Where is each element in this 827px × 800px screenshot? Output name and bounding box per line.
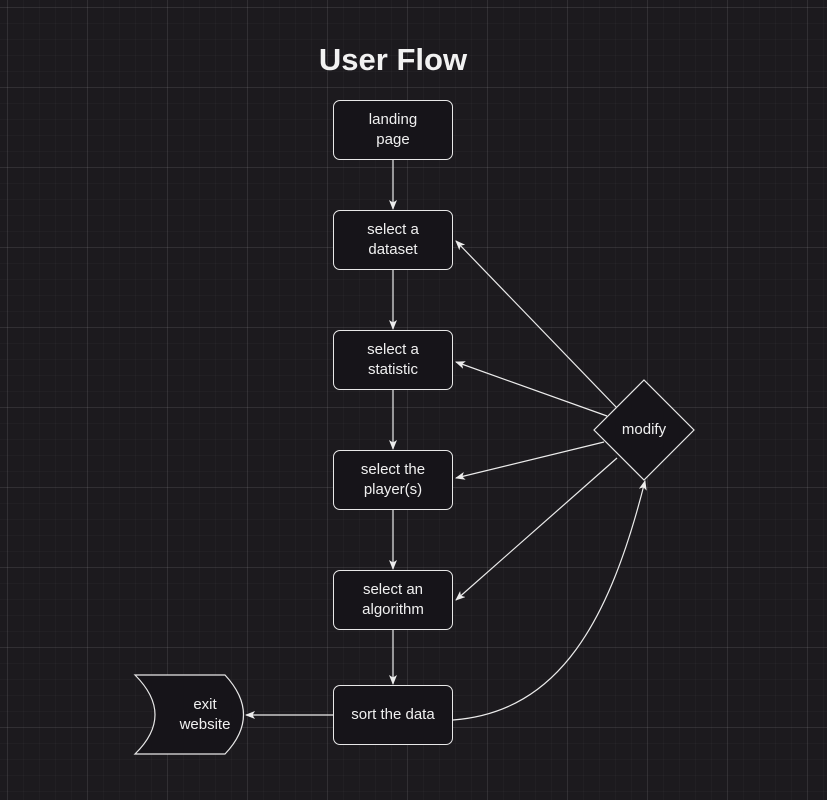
diagram-title: User Flow — [318, 42, 468, 77]
node-select-players[interactable]: select the player(s) — [333, 450, 453, 510]
edge-modify-to-statistic — [455, 361, 608, 417]
node-sort-data[interactable]: sort the data — [333, 685, 453, 745]
node-landing-page[interactable]: landing page — [333, 100, 453, 160]
edge-modify-to-algorithm — [455, 457, 618, 601]
node-sort-data-label: sort the data — [351, 706, 435, 723]
node-select-statistic[interactable]: select a statistic — [333, 330, 453, 390]
node-select-players-line2: player(s) — [363, 481, 423, 498]
node-select-dataset[interactable]: select a dataset — [333, 210, 453, 270]
node-select-players-line1: select the — [360, 461, 426, 478]
node-select-dataset-line1: select a — [367, 221, 419, 238]
node-select-statistic-line1: select a — [367, 341, 419, 358]
node-modify-label: modify — [621, 421, 667, 438]
node-exit-website-label: exit website — [150, 690, 260, 740]
edge-modify-to-dataset — [455, 240, 618, 409]
exit-website-shape[interactable] — [133, 674, 245, 755]
node-exit-website-line1: exit — [193, 696, 217, 713]
edge-sort-to-modify — [452, 480, 647, 721]
node-select-algorithm-line1: select an — [362, 581, 424, 598]
node-select-algorithm[interactable]: select an algorithm — [333, 570, 453, 630]
edge-modify-to-players — [455, 441, 605, 480]
node-select-statistic-line2: statistic — [367, 361, 418, 378]
node-select-algorithm-line2: algorithm — [362, 601, 424, 618]
node-landing-page-line2: page — [376, 131, 410, 148]
node-select-dataset-line2: dataset — [368, 241, 418, 258]
node-exit-website-line2: website — [179, 716, 231, 733]
modify-diamond-shape[interactable] — [593, 379, 695, 481]
node-landing-page-line1: landing — [368, 111, 418, 128]
